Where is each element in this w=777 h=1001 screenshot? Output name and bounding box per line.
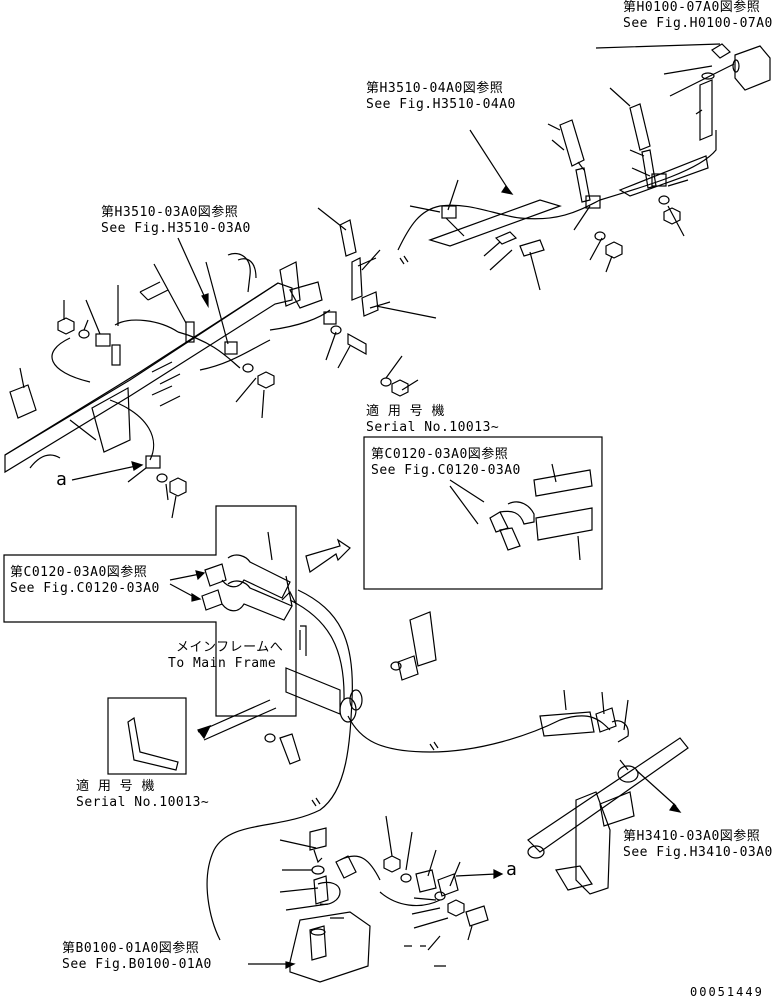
central-hose-assembly [107, 538, 611, 941]
break-marks [311, 255, 439, 807]
left-reference-box [3, 505, 297, 717]
callout-arrows [71, 461, 144, 481]
ref-h0100-jp: 第H0100-07A0図参照 [623, 0, 761, 15]
callout-a-right: a [506, 859, 518, 880]
bottom-assembly [248, 815, 504, 983]
ref-c0120-left-jp: 第C0120-03A0図参照 [10, 565, 148, 580]
ref-h3410-jp: 第H3410-03A0図参照 [623, 829, 761, 844]
callout-a-left: a [56, 469, 68, 490]
right-inset-box [363, 436, 603, 590]
ref-h3510-03-jp: 第H3510-03A0図参照 [101, 205, 239, 220]
ref-c0120-left-en: See Fig.C0120-03A0 [10, 581, 160, 596]
main-frame-en: To Main Frame [168, 656, 277, 671]
serial-lower-jp: 適 用 号 機 [76, 779, 155, 794]
lower-right-assembly [527, 689, 689, 895]
ref-c0120-inset-en: See Fig.C0120-03A0 [371, 463, 521, 478]
main-frame-jp: メインフレームへ [176, 640, 284, 655]
ref-h0100-en: See Fig.H0100-07A0 [623, 16, 773, 31]
ref-b0100-jp: 第B0100-01A0図参照 [62, 941, 200, 956]
upper-right-assembly [397, 43, 771, 291]
ref-c0120-inset-jp: 第C0120-03A0図参照 [371, 447, 509, 462]
ref-h3410-en: See Fig.H3410-03A0 [623, 845, 773, 860]
serial-lower-en: Serial No.10013~ [76, 795, 210, 810]
drawing-number: 00051449 [690, 985, 764, 999]
reference-leaders [177, 237, 209, 309]
ref-h3510-04-en: See Fig.H3510-04A0 [366, 97, 516, 112]
ref-h3510-04-jp: 第H3510-04A0図参照 [366, 81, 504, 96]
ref-h3510-03-en: See Fig.H3510-03A0 [101, 221, 251, 236]
upper-frame-assembly [4, 207, 437, 519]
serial-upper-en: Serial No.10013~ [366, 420, 500, 435]
serial-upper-jp: 適 用 号 機 [366, 404, 445, 419]
ref-b0100-en: See Fig.B0100-01A0 [62, 957, 212, 972]
